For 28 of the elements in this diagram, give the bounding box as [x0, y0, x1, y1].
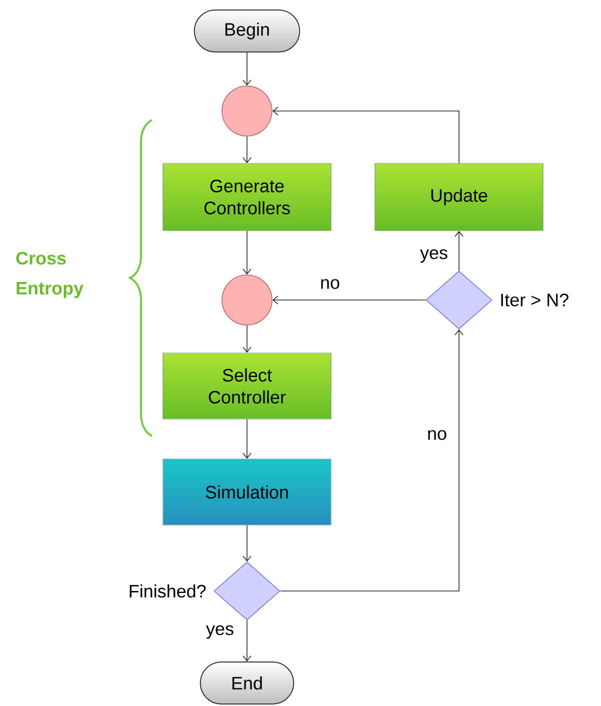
terminal-box: End	[200, 662, 294, 704]
arrow	[242, 52, 252, 86]
arrow	[242, 524, 252, 562]
edge-label: yes	[205, 624, 235, 640]
connector-circle	[222, 86, 272, 136]
arrow	[272, 296, 426, 304]
arrow	[242, 418, 252, 459]
arrow	[242, 136, 252, 164]
decision-diamond	[426, 270, 492, 330]
arrow	[242, 230, 252, 275]
decision-label: Finished?	[130, 584, 206, 598]
arrow	[242, 325, 252, 353]
terminal-box: Begin	[194, 10, 300, 52]
process-box: Generate Controllers	[162, 163, 332, 231]
edge-label: no	[426, 429, 448, 441]
process-box: Update	[374, 163, 544, 231]
process-box: Select Controller	[162, 352, 332, 420]
decision-label: Iter > N?	[501, 294, 568, 306]
edge-label: no	[318, 278, 341, 290]
edge-label: yes	[419, 248, 449, 264]
arrow	[280, 329, 464, 592]
arrow	[454, 230, 464, 271]
connector-circle	[222, 274, 272, 326]
arrow	[272, 106, 460, 164]
arrow	[242, 620, 252, 662]
process-box: Simulation	[162, 458, 332, 526]
decision-diamond	[214, 562, 280, 620]
group-label: Cross Entropy	[16, 252, 84, 298]
